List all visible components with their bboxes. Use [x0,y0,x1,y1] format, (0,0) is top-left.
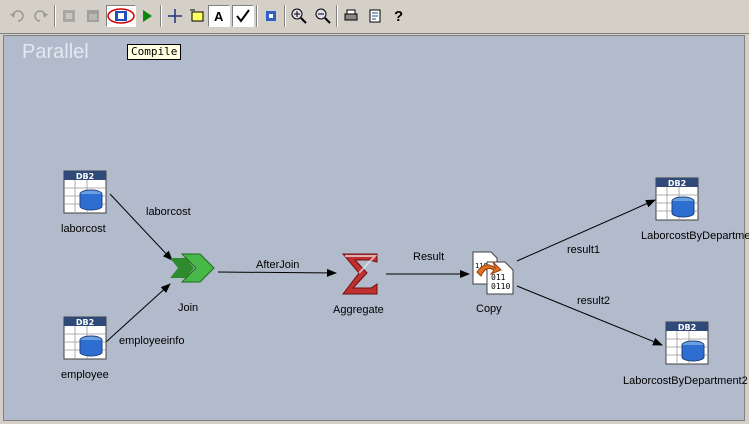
stage-laborcostbydepartment2[interactable]: DB2 [665,321,709,370]
undo-icon[interactable] [6,5,28,27]
print-icon[interactable] [340,5,362,27]
properties-icon[interactable] [364,5,386,27]
link-label-result2: result2 [577,295,611,307]
link-label-result: Result [413,251,445,263]
svg-text:011: 011 [491,273,506,282]
text-tool-icon[interactable]: A [208,5,230,27]
svg-text:DB2: DB2 [668,179,686,188]
link-result2[interactable] [516,285,663,346]
zoom-fit-icon[interactable] [260,5,282,27]
svg-text:0110: 0110 [491,282,510,291]
db2-table-icon: DB2 [63,170,107,214]
toolbar: A ? [0,0,749,34]
check-icon[interactable] [232,5,254,27]
stage-aggregate[interactable] [337,250,383,301]
link-label-laborcost: laborcost [146,206,191,218]
stage-label-copy: Copy [476,303,502,315]
link-label-afterjoin: AfterJoin [256,259,300,271]
cut-icon[interactable] [58,5,80,27]
link-result1[interactable] [516,199,656,262]
stage-join[interactable] [168,250,216,291]
link-label-employeeinfo: employeeinfo [119,335,185,347]
stage-label-employee: employee [61,369,109,381]
svg-text:?: ? [394,8,403,24]
svg-text:110: 110 [475,262,488,270]
redo-icon[interactable] [30,5,52,27]
db2-table-icon: DB2 [665,321,709,365]
paste-icon[interactable] [82,5,104,27]
stage-label-out1: LaborcostByDepartment1 [641,230,749,242]
job-design-canvas[interactable] [3,35,745,421]
stage-employee[interactable]: DB2 [63,316,107,365]
join-arrow-icon [170,253,215,283]
help-icon[interactable]: ? [388,5,410,27]
annotation-icon[interactable] [186,5,208,27]
zoom-out-icon[interactable] [312,5,334,27]
link-label-result1: result1 [567,244,601,256]
link-laborcost[interactable] [109,193,173,261]
stage-label-laborcost: laborcost [61,223,106,235]
link-employeeinfo[interactable] [105,283,171,343]
svg-text:DB2: DB2 [678,323,696,332]
svg-text:DB2: DB2 [76,318,94,327]
svg-text:DB2: DB2 [76,172,94,181]
link-tool-icon[interactable] [164,5,186,27]
copy-files-icon: 110 011 0110 [472,251,514,295]
db2-table-icon: DB2 [63,316,107,360]
stage-laborcost[interactable]: DB2 [63,170,107,219]
svg-text:A: A [214,9,224,23]
compile-icon[interactable] [106,5,136,27]
stage-label-join: Join [178,302,199,314]
run-icon[interactable] [136,5,158,27]
zoom-in-icon[interactable] [288,5,310,27]
sigma-icon [341,253,378,295]
canvas-title: Parallel [22,41,89,63]
compile-tooltip: Compile [127,44,182,60]
stage-copy[interactable]: 110 011 0110 [469,248,517,301]
link-afterjoin[interactable] [217,268,337,277]
stage-laborcostbydepartment1[interactable]: DB2 [655,177,699,226]
db2-table-icon: DB2 [655,177,699,221]
stage-label-out2: LaborcostByDepartment2 [623,375,748,387]
stage-label-aggregate: Aggregate [333,304,384,316]
